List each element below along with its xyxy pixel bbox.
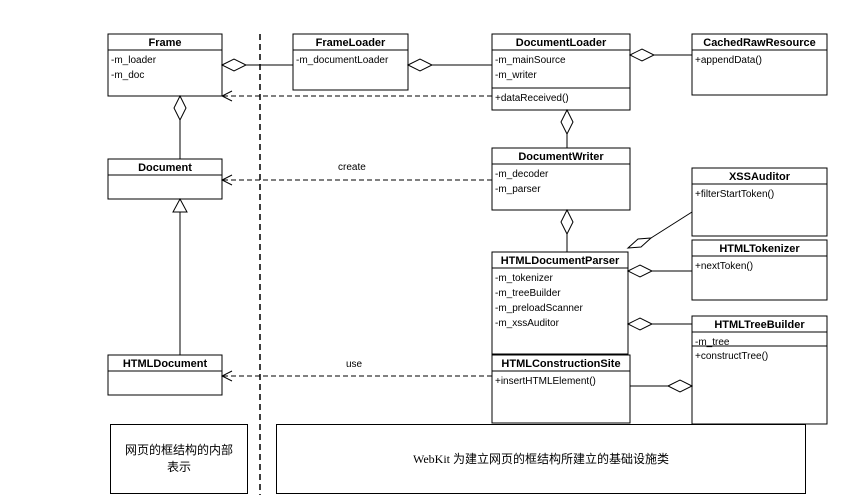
edge-label-use: use	[346, 359, 363, 370]
class-frameloader: FrameLoader -m_documentLoader	[292, 33, 409, 91]
class-box-xssauditor	[691, 167, 828, 237]
diamond-frame-frameloader	[220, 58, 248, 72]
class-name: DocumentWriter	[518, 151, 604, 163]
diamond-parser-tokenizer	[626, 264, 654, 278]
class-documentloader: DocumentLoader -m_mainSource -m_writer +dat…	[491, 33, 631, 111]
class-documentwriter: DocumentWriter -m_decoder -m_parser	[491, 147, 631, 211]
note-right-webkit-infrastructure: WebKit 为建立网页的框结构所建立的基础设施类	[276, 424, 806, 494]
class-box-documentwriter	[491, 147, 631, 211]
class-name: HTMLConstructionSite	[501, 358, 620, 370]
class-attribute: -m_decoder	[495, 169, 549, 180]
inheritance-triangle-document	[172, 197, 188, 213]
diamond-documentwriter-parser	[560, 208, 574, 236]
note-left-internal-representation: 网页的框结构的内部表示	[110, 424, 248, 494]
class-attribute: -m_mainSource	[495, 55, 566, 66]
class-operation: +constructTree()	[695, 351, 768, 362]
class-attribute: +appendData()	[695, 55, 762, 66]
class-attribute: -m_treeBuilder	[495, 288, 561, 299]
note-left-text: 网页的框结构的内部表示	[124, 443, 233, 474]
class-name: XSSAuditor	[729, 171, 791, 183]
diamond-parser-treebuilder	[626, 317, 654, 331]
class-attribute: -m_parser	[495, 184, 541, 195]
class-name: HTMLDocument	[123, 358, 208, 370]
class-box-htmltokenizer	[691, 239, 828, 301]
class-box-frame	[107, 33, 223, 97]
class-operation: +dataReceived()	[495, 93, 569, 104]
class-attribute: -m_tree	[695, 337, 730, 348]
class-attribute: -m_xssAuditor	[495, 318, 560, 329]
class-name: Document	[138, 162, 192, 174]
class-name: HTMLTreeBuilder	[714, 319, 805, 331]
class-attribute: -m_tokenizer	[495, 273, 553, 284]
class-box-documentloader	[491, 33, 631, 111]
class-attribute: -m_documentLoader	[296, 55, 389, 66]
class-attribute: -m_preloadScanner	[495, 303, 583, 314]
class-frame: Frame -m_loader -m_doc	[107, 33, 223, 97]
class-name: DocumentLoader	[516, 37, 607, 49]
class-htmlconstructionsite: HTMLConstructionSite +insertHTMLElement()	[491, 354, 631, 424]
class-name: Frame	[148, 37, 181, 49]
class-htmltokenizer: HTMLTokenizer +nextToken()	[691, 239, 828, 301]
class-box-htmlconstructionsite	[491, 354, 631, 424]
class-attribute: -m_doc	[111, 70, 144, 81]
class-box-htmldocument	[107, 354, 223, 396]
class-cachedrawresource: CachedRawResource +appendData()	[691, 33, 828, 96]
class-name: HTMLDocumentParser	[501, 255, 620, 267]
class-box-frameloader	[292, 33, 409, 91]
class-xssauditor: XSSAuditor +filterStartToken()	[691, 167, 828, 237]
class-box-document	[107, 158, 223, 200]
class-document: Document	[107, 158, 223, 200]
note-right-text: WebKit 为建立网页的框结构所建立的基础设施类	[412, 451, 670, 466]
diamond-frameloader-documentloader	[406, 58, 434, 72]
diamond-documentloader-cachedrawresource	[628, 48, 656, 62]
diamond-frame-document	[173, 94, 187, 122]
diamond-documentloader-documentwriter	[560, 108, 574, 136]
class-box-cachedrawresource	[691, 33, 828, 96]
class-name: FrameLoader	[316, 37, 386, 49]
edge-parser-xssauditor	[650, 211, 693, 239]
class-htmltreebuilder: HTMLTreeBuilder -m_tree +constructTree()	[691, 315, 828, 425]
class-attribute: +insertHTMLElement()	[495, 376, 596, 387]
class-attribute: +filterStartToken()	[695, 189, 774, 200]
class-box-htmltreebuilder	[691, 315, 828, 425]
class-htmldocumentparser: HTMLDocumentParser -m_tokenizer -m_treeBui…	[491, 251, 629, 355]
class-htmldocument: HTMLDocument	[107, 354, 223, 396]
edge-label-create: create	[338, 162, 366, 173]
class-attribute: -m_writer	[495, 70, 537, 81]
class-box-htmldocumentparser	[491, 251, 629, 355]
diamond-parser-xssauditor	[626, 237, 653, 249]
class-name: HTMLTokenizer	[719, 243, 800, 255]
class-name: CachedRawResource	[703, 37, 816, 49]
diamond-treebuilder-constructionsite	[666, 379, 694, 393]
class-attribute: -m_loader	[111, 55, 157, 66]
class-attribute: +nextToken()	[695, 261, 753, 272]
